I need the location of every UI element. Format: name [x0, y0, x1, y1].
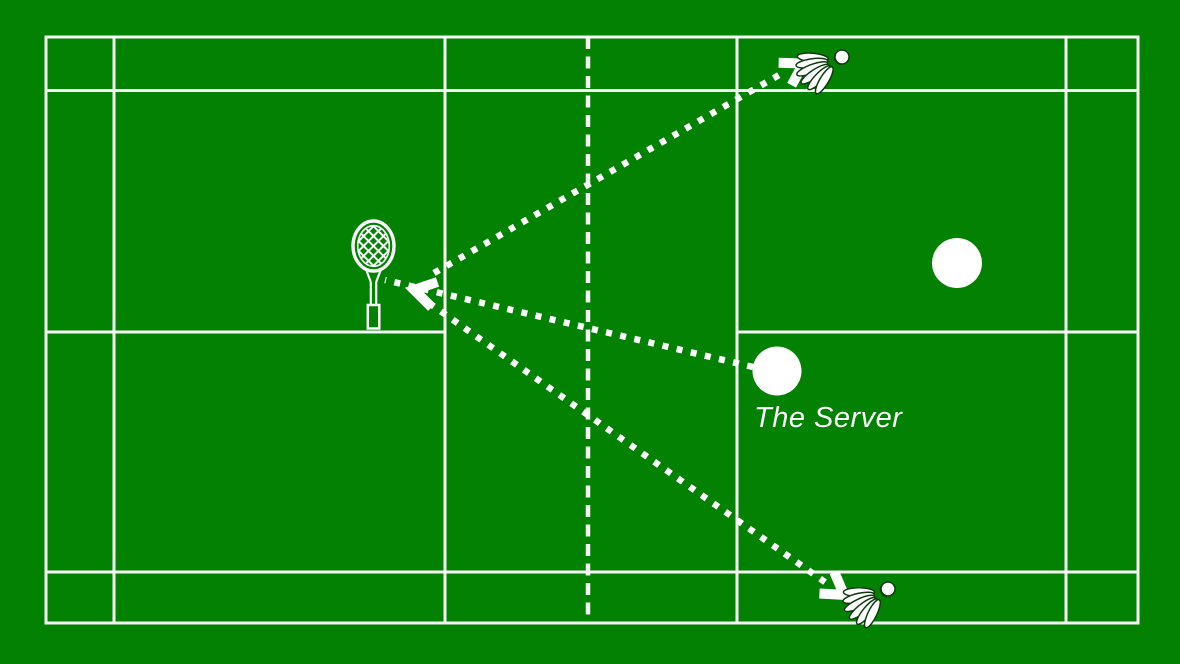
shot-paths	[384, 68, 834, 590]
serve-path	[384, 276, 754, 371]
racket-head	[351, 219, 396, 273]
player-marker-partner	[932, 238, 982, 288]
racket-shaft	[369, 282, 378, 305]
court-boundary	[44, 35, 1140, 625]
return-path-top	[432, 68, 788, 276]
court-lines	[44, 35, 1140, 625]
player-marker-server	[752, 346, 802, 396]
return-path-bottom	[427, 300, 834, 590]
racket-grip	[366, 303, 381, 330]
server-label: The Server	[754, 402, 903, 434]
racket-throat	[364, 267, 383, 283]
badminton-racket-icon	[351, 219, 396, 330]
